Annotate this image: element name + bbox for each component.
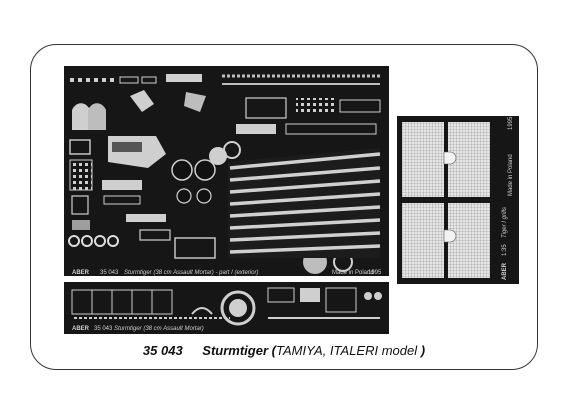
grill-sheet-text: Tiger I grills bbox=[502, 207, 508, 238]
grill-panel-bottom-left bbox=[402, 203, 444, 278]
top-parts-row bbox=[70, 74, 380, 85]
main-sheet-code: 35 043 bbox=[100, 270, 119, 276]
open-paren: ( bbox=[271, 343, 276, 358]
grill-sheet-year: 1995 bbox=[508, 116, 514, 130]
grill-sheet-made-in: Made in Poland bbox=[508, 154, 514, 196]
grill-panel-top-left bbox=[402, 122, 444, 197]
small-sheet-code: 35 043 bbox=[94, 326, 113, 332]
grill-sheet-origin: Made in Poland 1995 bbox=[508, 116, 514, 196]
small-sheet-text: Sturmtiger (38 cm Assault Mortar) bbox=[114, 326, 204, 332]
grill-sheet-label: ABER 1:35 Tiger I grills bbox=[502, 207, 508, 280]
main-sheet-brand: ABER bbox=[72, 270, 90, 276]
product-model: TAMIYA, ITALERI model bbox=[276, 343, 418, 358]
main-sheet-year: 1995 bbox=[368, 270, 382, 276]
left-column-parts bbox=[69, 103, 106, 230]
product-title: Sturmtiger bbox=[202, 343, 269, 358]
long-bar-parts bbox=[228, 148, 381, 258]
main-etch-sheet: ABER 35 043 Sturmtiger (38 cm Assault Mo… bbox=[64, 66, 389, 276]
grill-sheet-scale: 1:35 bbox=[502, 244, 508, 256]
main-sheet-text: Sturmtiger (38 cm Assault Mortar) - part… bbox=[124, 270, 258, 276]
small-etch-sheet: ABER 35 043 Sturmtiger (38 cm Assault Mo… bbox=[64, 282, 389, 334]
centre-parts bbox=[102, 90, 381, 259]
product-caption: 35 043 Sturmtiger (TAMIYA, ITALERI model… bbox=[0, 343, 568, 358]
product-number: 35 043 bbox=[142, 343, 183, 358]
grill-panel-bottom-right bbox=[448, 203, 490, 278]
close-paren: ) bbox=[420, 343, 426, 358]
grill-etch-sheet: ABER 1:35 Tiger I grills Made in Poland … bbox=[397, 116, 519, 284]
grill-sheet-brand: ABER bbox=[502, 262, 508, 280]
main-sheet-made-in: Made in Poland bbox=[332, 270, 374, 276]
small-sheet-brand: ABER bbox=[72, 326, 90, 332]
